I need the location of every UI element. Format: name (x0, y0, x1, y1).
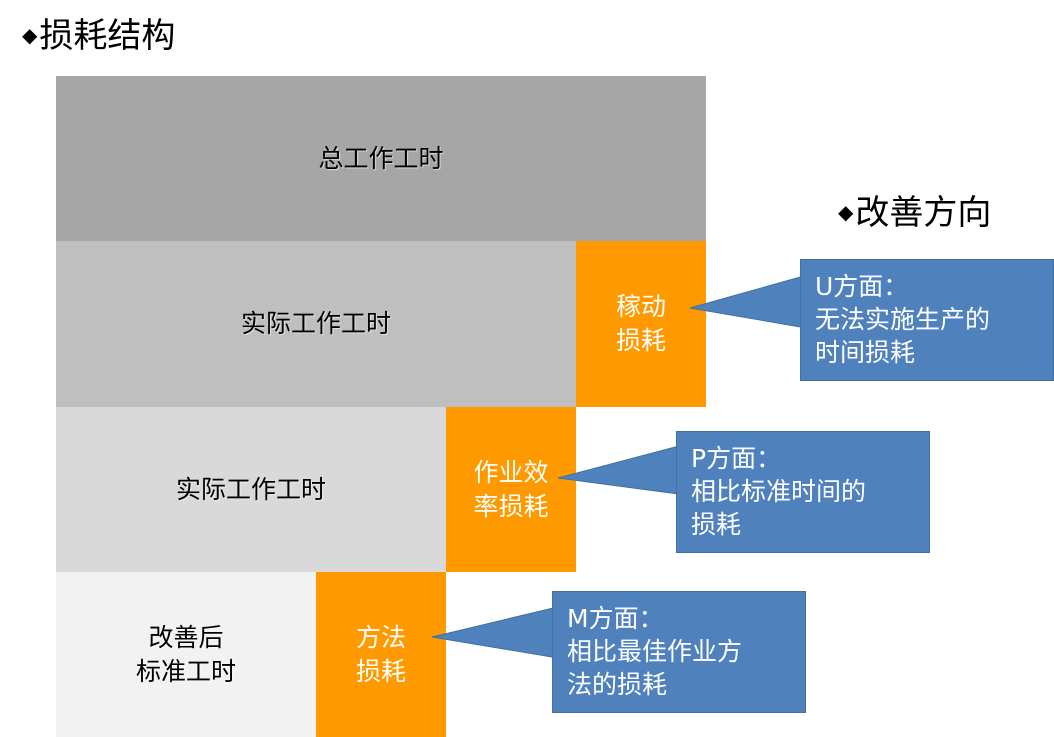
loss-structure-title: 损耗结构 (39, 16, 176, 56)
actual-work-hours-label-2: 实际工作工时 (175, 474, 326, 504)
u-callout-line-1: U方面： (815, 272, 909, 301)
actual-work-hours-block-2: 实际工作工时 (56, 407, 446, 572)
p-callout-line-3: 损耗 (691, 510, 742, 539)
m-callout-pointer (431, 603, 571, 661)
actual-work-hours-block-1: 实际工作工时 (56, 241, 576, 407)
p-callout-line-1: P方面： (691, 444, 782, 473)
improved-standard-hours-line-2: 标准工时 (135, 656, 236, 686)
movement-loss-block: 稼动 损耗 (576, 241, 706, 407)
loss-structure-heading: ◆损耗结构 (22, 19, 175, 53)
p-callout-pointer (557, 441, 695, 497)
diamond-bullet-icon: ◆ (22, 22, 38, 47)
m-callout-line-1: M方面： (567, 604, 664, 633)
improved-standard-hours-block: 改善后 标准工时 (56, 572, 316, 737)
improvement-direction-heading: ◆改善方向 (838, 196, 991, 230)
p-aspect-callout: P方面： 相比标准时间的 损耗 (676, 431, 930, 553)
improvement-direction-title: 改善方向 (855, 193, 992, 233)
method-loss-line-2: 损耗 (355, 656, 406, 686)
movement-loss-line-1: 稼动 (615, 292, 666, 321)
improved-standard-hours-line-1: 改善后 (148, 622, 224, 652)
u-callout-pointer (689, 271, 819, 331)
total-work-hours-block: 总工作工时 (56, 76, 706, 241)
u-callout-line-2: 无法实施生产的 (815, 305, 991, 334)
efficiency-loss-block: 作业效 率损耗 (446, 407, 576, 572)
method-loss-line-1: 方法 (355, 622, 406, 652)
u-callout-line-3: 时间损耗 (815, 338, 916, 367)
m-callout-line-2: 相比最佳作业方 (567, 637, 743, 666)
movement-loss-line-2: 损耗 (615, 326, 666, 355)
method-loss-block: 方法 损耗 (316, 572, 446, 737)
total-work-hours-label: 总工作工时 (318, 143, 444, 173)
m-callout-line-3: 法的损耗 (567, 670, 668, 699)
efficiency-loss-line-1: 作业效 (473, 457, 549, 487)
diamond-bullet-icon: ◆ (838, 199, 854, 224)
u-aspect-callout: U方面： 无法实施生产的 时间损耗 (800, 259, 1054, 381)
p-callout-line-2: 相比标准时间的 (691, 477, 867, 506)
actual-work-hours-label-1: 实际工作工时 (240, 309, 391, 338)
efficiency-loss-line-2: 率损耗 (473, 491, 549, 521)
m-aspect-callout: M方面： 相比最佳作业方 法的损耗 (552, 591, 806, 713)
